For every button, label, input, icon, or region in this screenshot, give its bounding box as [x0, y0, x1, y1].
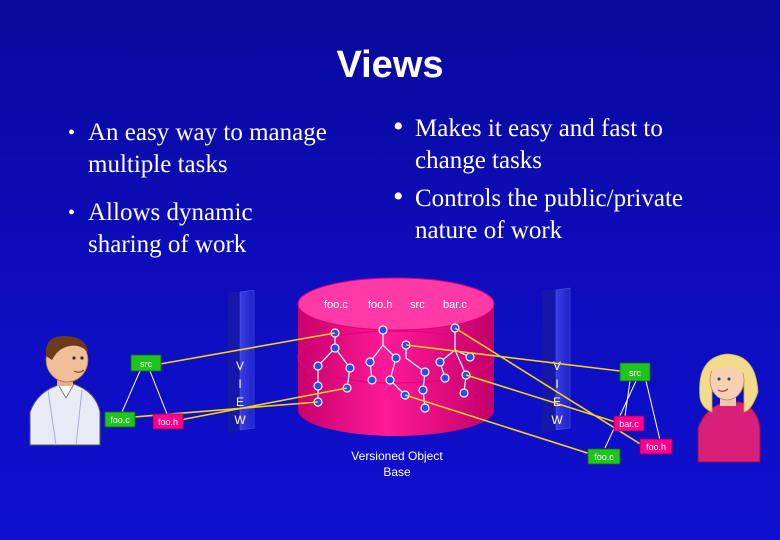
db-label-bar-c: bar.c	[443, 299, 467, 311]
left-view-panel: V I E W	[228, 290, 254, 434]
left-workspace: src foo.c foo.h	[105, 355, 183, 429]
version-node	[331, 344, 339, 352]
right-tree-lines	[605, 381, 660, 448]
version-node	[368, 376, 376, 384]
view-letter-w: W	[234, 413, 246, 427]
version-node	[419, 386, 427, 394]
file-label-bar-c: bar.c	[619, 419, 639, 429]
folder-label-src: src	[140, 359, 152, 369]
view-letter-i: I	[238, 377, 241, 391]
version-node	[379, 326, 387, 334]
version-node	[441, 374, 449, 382]
view-letter-i: I	[555, 377, 558, 391]
view-letter-v: V	[553, 359, 561, 373]
version-node	[314, 362, 322, 370]
view-letter-e: E	[236, 395, 244, 409]
file-label-foo-c: foo.c	[594, 452, 614, 462]
version-node	[392, 354, 400, 362]
view-letter-w: W	[551, 413, 563, 427]
db-label-src: src	[410, 299, 425, 311]
developer-man-icon	[30, 336, 100, 445]
right-workspace: src bar.c foo.c foo.h	[588, 363, 672, 464]
version-node	[346, 364, 354, 372]
file-label-foo-c: foo.c	[110, 415, 130, 425]
view-letter-v: V	[236, 359, 244, 373]
version-node	[436, 358, 444, 366]
developer-woman-icon	[698, 354, 760, 462]
version-node	[460, 389, 468, 397]
file-label-foo-h: foo.h	[646, 442, 666, 452]
version-node	[466, 353, 474, 361]
version-node	[366, 358, 374, 366]
caption-line1: Versioned Object	[351, 449, 443, 463]
folder-label-src: src	[629, 368, 641, 378]
right-view-panel: V I E W	[542, 288, 570, 434]
version-node	[386, 376, 394, 384]
database-caption: Versioned Object Base	[351, 449, 443, 479]
left-tree-lines	[122, 371, 167, 414]
file-label-foo-h: foo.h	[158, 417, 178, 427]
version-node	[421, 368, 429, 376]
caption-line2: Base	[383, 465, 411, 479]
db-label-foo-h: foo.h	[368, 299, 392, 311]
db-label-foo-c: foo.c	[324, 299, 348, 311]
version-node	[421, 404, 429, 412]
version-node	[314, 382, 322, 390]
